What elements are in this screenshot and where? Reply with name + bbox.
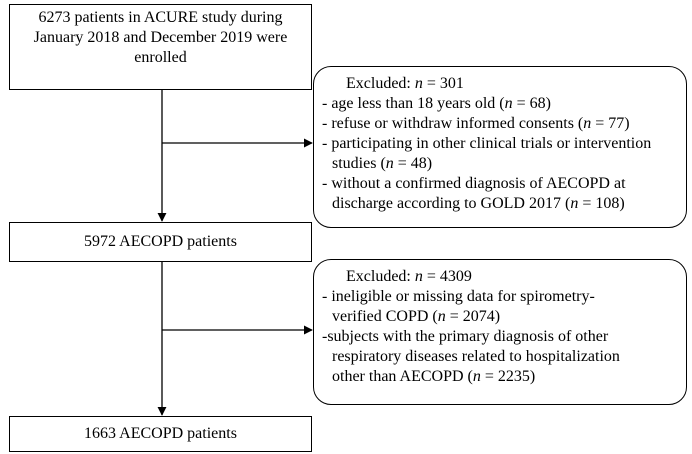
exclusion-1-item: - refuse or withdraw informed consents (… (322, 115, 630, 132)
exclusion-2-item-cont: verified COPD (n = 2074) (332, 308, 501, 325)
aecopd-label: 5972 AECOPD patients (84, 233, 237, 250)
exclusion-1-item-cont: studies (n = 48) (332, 155, 433, 172)
exclusion-2-item-cont: respiratory diseases related to hospital… (332, 348, 620, 365)
exclusion-box-2: Excluded: n = 4309 - ineligible or missi… (313, 259, 687, 405)
enrolled-box: 6273 patients in ACURE study during Janu… (9, 4, 312, 90)
exclusion-1-item: - without a confirmed diagnosis of AECOP… (322, 175, 626, 192)
aecopd-box: 5972 AECOPD patients (9, 222, 312, 262)
exclusion-box-1: Excluded: n = 301 - age less than 18 yea… (313, 66, 687, 228)
enrolled-line-3: enrolled (134, 49, 187, 66)
exclusion-1-item: - participating in other clinical trials… (322, 135, 652, 152)
exclusion-1-header: Excluded: n = 301 (346, 75, 464, 92)
enrolled-line-2: January 2018 and December 2019 were (33, 29, 288, 46)
exclusion-1-item-cont: discharge according to GOLD 2017 (n = 10… (332, 195, 625, 212)
final-label: 1663 AECOPD patients (84, 425, 237, 442)
exclusion-2-item: - ineligible or missing data for spirome… (322, 288, 595, 305)
exclusion-2-item: -subjects with the primary diagnosis of … (322, 328, 609, 345)
exclusion-2-header: Excluded: n = 4309 (346, 268, 472, 285)
exclusion-1-item: - age less than 18 years old (n = 68) (322, 95, 551, 112)
enrolled-line-1: 6273 patients in ACURE study during (38, 9, 283, 26)
final-box: 1663 AECOPD patients (9, 416, 312, 452)
exclusion-2-item-cont: other than AECOPD (n = 2235) (332, 368, 536, 385)
